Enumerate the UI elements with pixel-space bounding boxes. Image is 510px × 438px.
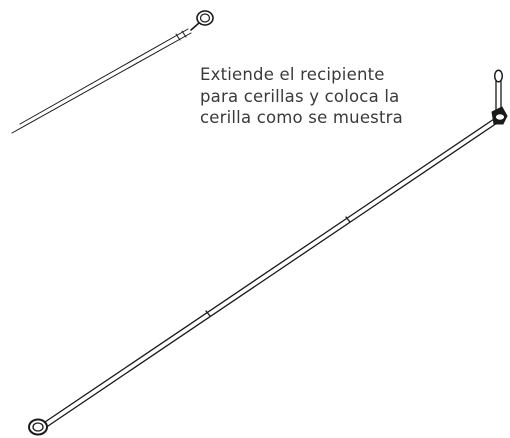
retracted-rod-line-bottom bbox=[11, 32, 192, 134]
bottom-ring-outer bbox=[28, 418, 48, 436]
instruction-line: Extiende el recipiente bbox=[200, 65, 385, 84]
extended-rod-line-bottom bbox=[47, 120, 501, 427]
retracted-ring-outer bbox=[196, 10, 214, 26]
instruction-text: Extiende el recipiente para cerillas y c… bbox=[200, 64, 430, 129]
retracted-ring-neck bbox=[190, 22, 200, 31]
retracted-segment-mark bbox=[181, 30, 187, 38]
retracted-holder-detail bbox=[11, 10, 214, 134]
rod-joint-lower bbox=[205, 310, 211, 317]
instruction-line: para cerillas y coloca la bbox=[200, 86, 400, 106]
retracted-rod-line-top bbox=[19, 28, 189, 125]
match-holder-collar bbox=[495, 113, 505, 121]
bottom-ring-inner bbox=[32, 422, 44, 432]
extended-holder bbox=[28, 116, 501, 436]
match-head bbox=[493, 69, 504, 83]
match bbox=[493, 69, 504, 114]
extended-rod-line-top bbox=[44, 116, 498, 423]
retracted-segment-mark bbox=[175, 33, 181, 41]
instruction-line: cerilla como se muestra bbox=[200, 108, 403, 127]
rod-joint-upper bbox=[345, 216, 351, 223]
match-holder-head bbox=[491, 106, 508, 125]
retracted-ring-inner bbox=[199, 13, 211, 23]
